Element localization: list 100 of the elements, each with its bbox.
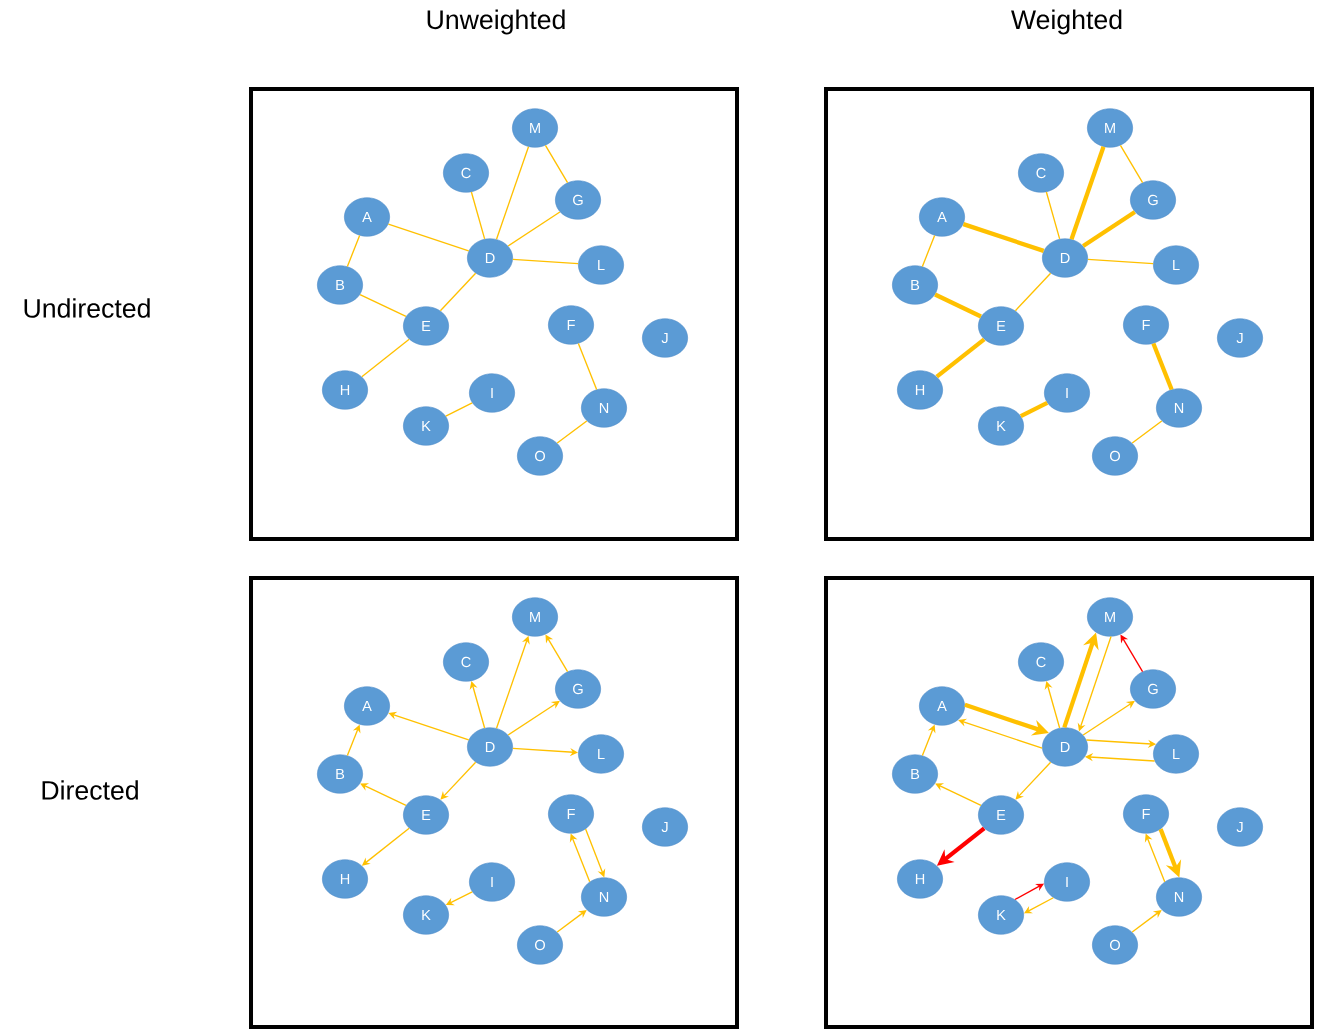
graph-vertex: L <box>578 734 624 774</box>
edge-line <box>346 234 361 268</box>
graph-vertex: E <box>403 306 449 346</box>
graph-vertex: A <box>344 197 390 237</box>
edge-line <box>935 337 986 379</box>
graph-vertex: L <box>1153 245 1199 285</box>
graph-vertex: J <box>642 807 688 847</box>
column-heading: Weighted <box>1011 9 1122 35</box>
edge-line <box>359 293 407 318</box>
graph-vertex: O <box>1092 436 1138 476</box>
graph-vertex: B <box>892 754 938 794</box>
edge-line <box>361 338 410 378</box>
edge-line <box>1019 401 1049 418</box>
edge-line <box>512 258 579 265</box>
graph-vertex: H <box>322 859 368 899</box>
row-heading: Undirected <box>24 298 150 318</box>
graph-vertex: H <box>897 370 943 410</box>
column-heading: Unweighted <box>427 9 565 35</box>
edge-line <box>507 211 561 247</box>
edge-line <box>934 292 982 319</box>
graph-vertex: A <box>919 686 965 726</box>
graph-vertex: O <box>517 925 563 965</box>
graph-vertex: O <box>517 436 563 476</box>
graph-vertex: I <box>469 373 515 413</box>
edge-line <box>445 402 473 417</box>
graph-vertex: G <box>1130 180 1176 220</box>
graph-vertex: D <box>467 727 513 767</box>
graph-vertex: I <box>469 862 515 902</box>
graph-vertex: C <box>443 153 489 193</box>
graph-vertex: C <box>1018 642 1064 682</box>
graph-vertex: J <box>1217 807 1263 847</box>
panel-frame <box>824 575 1314 1030</box>
edge-line <box>1151 342 1174 391</box>
panel-frame <box>249 87 739 541</box>
edge-line <box>1045 191 1061 240</box>
edge-line <box>1119 144 1144 184</box>
graph-vertex: E <box>978 306 1024 346</box>
graph-vertex: N <box>581 877 627 917</box>
edge-line <box>470 191 486 240</box>
graph-vertex: J <box>642 318 688 358</box>
arrow <box>935 783 982 807</box>
graph-vertex: K <box>978 895 1024 935</box>
graph-vertex: J <box>1217 318 1263 358</box>
graph-vertex: G <box>1130 669 1176 709</box>
graph-vertex: E <box>403 795 449 835</box>
graph-vertex: M <box>512 108 558 148</box>
graph-vertex: L <box>578 245 624 285</box>
graph-vertex: B <box>317 265 363 305</box>
graph-vertex: C <box>1018 153 1064 193</box>
graph-vertex: G <box>555 180 601 220</box>
graph-vertex: E <box>978 795 1024 835</box>
edge-line <box>556 420 588 444</box>
row-heading: Directed <box>42 780 138 800</box>
graph-vertex: L <box>1153 734 1199 774</box>
edge-line <box>1082 210 1137 248</box>
edge-line <box>1087 258 1154 265</box>
arrow <box>360 783 407 807</box>
edge-line <box>921 234 936 268</box>
graph-vertex: N <box>581 388 627 428</box>
graph-vertex: A <box>344 686 390 726</box>
graph-vertex: C <box>443 642 489 682</box>
graph-vertex: I <box>1044 862 1090 902</box>
arrow <box>440 761 477 800</box>
edge-line <box>439 272 477 312</box>
graph-vertex: N <box>1156 877 1202 917</box>
graph-vertex: I <box>1044 373 1090 413</box>
graph-vertex: F <box>1123 794 1169 834</box>
graph-vertex: A <box>919 197 965 237</box>
arrow <box>1044 681 1061 729</box>
edge-line <box>962 222 1045 253</box>
panel-frame <box>824 87 1314 541</box>
graph-vertex: G <box>555 669 601 709</box>
arrow <box>469 681 486 729</box>
graph-vertex: D <box>1042 238 1088 278</box>
graph-vertex: F <box>548 794 594 834</box>
edge-line <box>1069 146 1106 240</box>
graph-vertex: K <box>403 406 449 446</box>
graph-vertex: F <box>1123 305 1169 345</box>
graph-vertex: M <box>512 597 558 637</box>
edge-line <box>1131 420 1163 444</box>
graph-vertex: N <box>1156 388 1202 428</box>
graph-vertex: H <box>322 370 368 410</box>
edge-line <box>387 223 470 252</box>
graph-vertex: H <box>897 859 943 899</box>
graph-vertex: D <box>1042 727 1088 767</box>
graph-vertex: B <box>317 754 363 794</box>
graph-vertex: O <box>1092 925 1138 965</box>
panel-frame <box>249 575 739 1030</box>
graph-vertex: F <box>548 305 594 345</box>
graph-vertex: K <box>403 895 449 935</box>
edge-line <box>495 146 530 240</box>
graph-vertex: B <box>892 265 938 305</box>
graph-vertex: M <box>1087 108 1133 148</box>
graph-vertex: M <box>1087 597 1133 637</box>
edge-line <box>577 342 598 391</box>
graph-vertex: D <box>467 238 513 278</box>
arrow <box>1015 761 1052 800</box>
edge-line <box>1014 272 1052 312</box>
graph-vertex: K <box>978 406 1024 446</box>
edge-line <box>544 144 569 184</box>
